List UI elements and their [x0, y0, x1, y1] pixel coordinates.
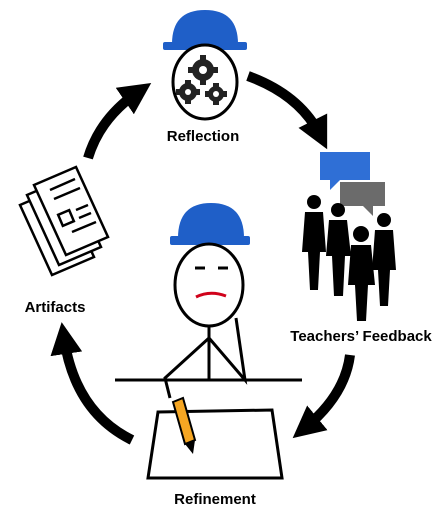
gears-icon: [176, 55, 227, 105]
pencil-icon: [171, 396, 197, 454]
label-artifacts: Artifacts: [24, 299, 86, 316]
hard-hat-icon: [172, 10, 238, 44]
reflection-head-icon: [163, 10, 247, 121]
cycle-arrow-icon: [83, 82, 152, 160]
label-refinement: Refinement: [174, 491, 256, 508]
cycle-arrow-icon: [292, 354, 355, 439]
speech-bubbles-icon: [320, 152, 385, 216]
cycle-arrow-icon: [246, 71, 328, 150]
hard-hat-icon: [178, 203, 244, 238]
label-teachers-feedback: Teachers’ Feedback: [290, 328, 432, 345]
label-reflection: Reflection: [166, 128, 240, 145]
stick-figure-icon: [115, 203, 302, 480]
cycle-arrow-icon: [50, 322, 135, 445]
documents-icon: [18, 165, 110, 277]
people-silhouettes-icon: [302, 195, 396, 321]
